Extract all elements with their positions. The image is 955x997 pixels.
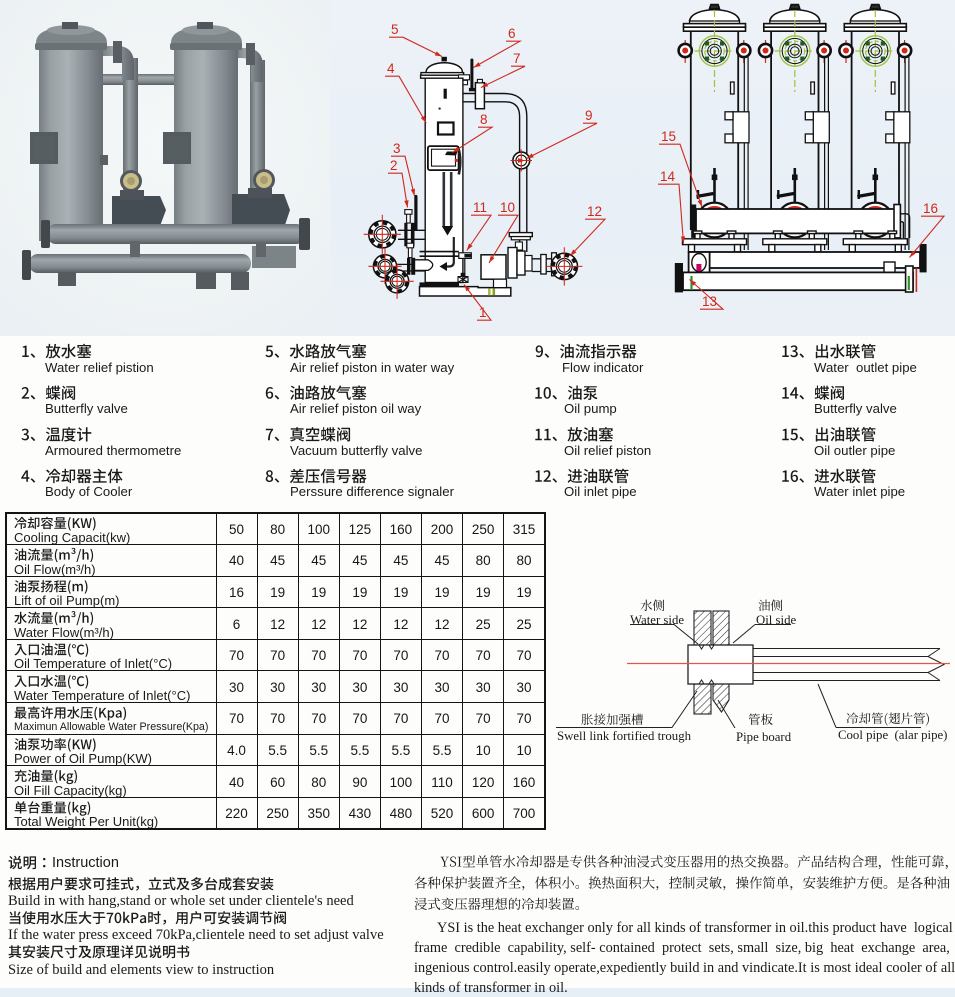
svg-text:16: 16 bbox=[923, 201, 938, 216]
svg-text:2: 2 bbox=[390, 158, 398, 173]
svg-text:1: 1 bbox=[479, 305, 487, 320]
svg-text:14: 14 bbox=[660, 169, 676, 184]
svg-text:4: 4 bbox=[387, 61, 395, 76]
svg-text:9: 9 bbox=[585, 108, 593, 123]
svg-text:8: 8 bbox=[480, 112, 488, 127]
svg-text:6: 6 bbox=[508, 26, 516, 41]
svg-text:15: 15 bbox=[661, 129, 676, 144]
svg-text:10: 10 bbox=[500, 200, 515, 215]
svg-text:12: 12 bbox=[587, 204, 602, 219]
svg-text:11: 11 bbox=[473, 200, 487, 215]
svg-text:3: 3 bbox=[393, 141, 401, 156]
svg-text:5: 5 bbox=[391, 22, 399, 37]
svg-text:13: 13 bbox=[702, 294, 717, 309]
svg-text:7: 7 bbox=[513, 51, 521, 66]
